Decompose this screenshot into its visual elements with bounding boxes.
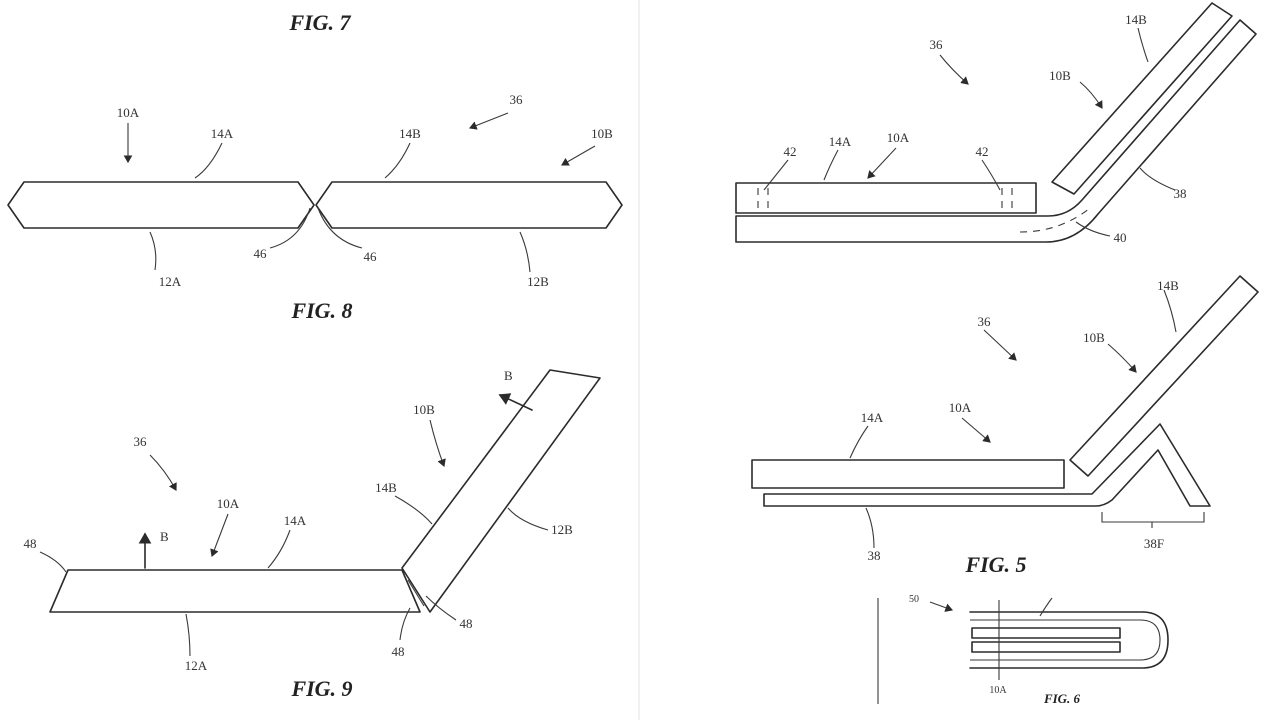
carrier-38F-fig5 xyxy=(764,424,1210,506)
panel-10A-fig5 xyxy=(752,460,1064,488)
leader-12A-fig9 xyxy=(186,614,190,656)
leader-42-right xyxy=(982,160,1000,190)
leader-40 xyxy=(1076,222,1110,236)
label-12A: 12A xyxy=(185,658,208,673)
label-B-right: B xyxy=(504,368,513,383)
label-14B: 14B xyxy=(375,480,397,495)
label-38F: 38F xyxy=(1144,536,1164,551)
label-36: 36 xyxy=(510,92,524,107)
label-14B: 14B xyxy=(399,126,421,141)
fig6-drawing: 50 10A xyxy=(878,594,1168,704)
label-46-left: 46 xyxy=(254,246,268,261)
label-42: 42 xyxy=(784,144,797,159)
leader-14B-fig5 xyxy=(1164,290,1176,332)
leader-14A-fig9 xyxy=(268,530,290,568)
carrier-drawing-top: 36 14B 10B 42 14A 10A 42 38 40 xyxy=(736,3,1256,245)
label-10B: 10B xyxy=(413,402,435,417)
leader-10A-top xyxy=(868,148,896,178)
label-10A: 10A xyxy=(217,496,240,511)
label-14B: 14B xyxy=(1157,278,1179,293)
panel-stack-lower xyxy=(972,642,1120,652)
panel-10B-body xyxy=(316,182,622,228)
leader-10B-fig5 xyxy=(1108,344,1136,372)
label-48: 48 xyxy=(460,616,473,631)
label-B-left: B xyxy=(160,529,169,544)
panel-10B-fig5 xyxy=(1070,276,1258,476)
leader-38-top xyxy=(1140,168,1175,190)
label-46-right: 46 xyxy=(364,249,378,264)
fig6-caption: FIG. 6 xyxy=(1043,691,1081,706)
leader-10B-fig9 xyxy=(430,420,444,466)
label-10A: 10A xyxy=(989,685,1007,696)
leader-36-fig5 xyxy=(984,330,1016,360)
label-48: 48 xyxy=(24,536,37,551)
leader-10B-top xyxy=(1080,82,1102,108)
leader-12B-fig8 xyxy=(520,232,530,272)
fig7-caption: FIG. 7 xyxy=(288,10,351,35)
fig9-caption: FIG. 9 xyxy=(290,676,352,701)
fig5-drawing: 36 14B 10B 10A 14A 38 38F xyxy=(752,276,1258,563)
label-36: 36 xyxy=(978,314,992,329)
leader-38-fig5 xyxy=(866,508,874,548)
leader-14A-fig5 xyxy=(850,426,868,458)
leader-14B-fig9 xyxy=(395,496,432,524)
leader-48-right xyxy=(426,596,456,620)
panel-10A-base xyxy=(50,570,420,612)
leader-42-left xyxy=(764,160,788,190)
leader-36-fig8 xyxy=(470,113,508,128)
label-10A: 10A xyxy=(949,400,972,415)
label-14A: 14A xyxy=(211,126,234,141)
leader-14A-fig8 xyxy=(195,143,222,178)
label-14B: 14B xyxy=(1125,12,1147,27)
label-10B: 10B xyxy=(1083,330,1105,345)
label-12B: 12B xyxy=(527,274,549,289)
label-10B: 10B xyxy=(591,126,613,141)
leader-48-left xyxy=(40,552,66,572)
direction-B-arrow-right xyxy=(500,395,532,410)
leader-14B-fig8 xyxy=(385,143,410,178)
label-12B: 12B xyxy=(551,522,573,537)
leader-10B-fig8 xyxy=(562,146,595,165)
label-38: 38 xyxy=(1174,186,1187,201)
leader-36-top xyxy=(940,55,968,84)
label-36: 36 xyxy=(134,434,148,449)
element-42-right xyxy=(1002,188,1012,210)
label-10A: 10A xyxy=(887,130,910,145)
label-42: 42 xyxy=(976,144,989,159)
label-48: 48 xyxy=(392,644,405,659)
leader-50 xyxy=(930,602,952,610)
label-40: 40 xyxy=(1114,230,1127,245)
leader-12B-fig9 xyxy=(508,508,548,530)
carrier-flex-dash xyxy=(1020,208,1090,232)
label-38: 38 xyxy=(868,548,881,563)
label-10B: 10B xyxy=(1049,68,1071,83)
leader-10A-fig9 xyxy=(212,514,228,556)
panel-stack-upper xyxy=(972,628,1120,638)
fig5-caption: FIG. 5 xyxy=(964,552,1026,577)
fig8-drawing: 10A 14A 12A 46 46 14B 12B 36 10B xyxy=(8,92,622,289)
label-50: 50 xyxy=(909,594,919,605)
carrier-38-top xyxy=(736,20,1256,242)
label-14A: 14A xyxy=(861,410,884,425)
fig8-caption: FIG. 8 xyxy=(290,298,352,323)
label-14A: 14A xyxy=(829,134,852,149)
label-12A: 12A xyxy=(159,274,182,289)
leader-14B-top xyxy=(1138,28,1148,62)
label-36: 36 xyxy=(930,37,944,52)
leader-top-fig6 xyxy=(1040,598,1052,616)
leader-14A-top xyxy=(824,150,838,180)
leader-10A-fig5 xyxy=(962,418,990,442)
panel-10A-on-carrier xyxy=(736,183,1036,213)
element-42-left xyxy=(758,188,768,210)
leader-12A-fig8 xyxy=(150,232,156,270)
panel-10A-body xyxy=(8,182,314,228)
bracket-38F xyxy=(1102,512,1204,528)
label-10A: 10A xyxy=(117,105,140,120)
label-14A: 14A xyxy=(284,513,307,528)
panel-10B-raised-top xyxy=(1052,3,1232,194)
fig9-drawing: 36 10A 14A 48 B 12A 48 48 14B 12B 10B B xyxy=(24,368,601,673)
leader-36-fig9 xyxy=(150,455,176,490)
